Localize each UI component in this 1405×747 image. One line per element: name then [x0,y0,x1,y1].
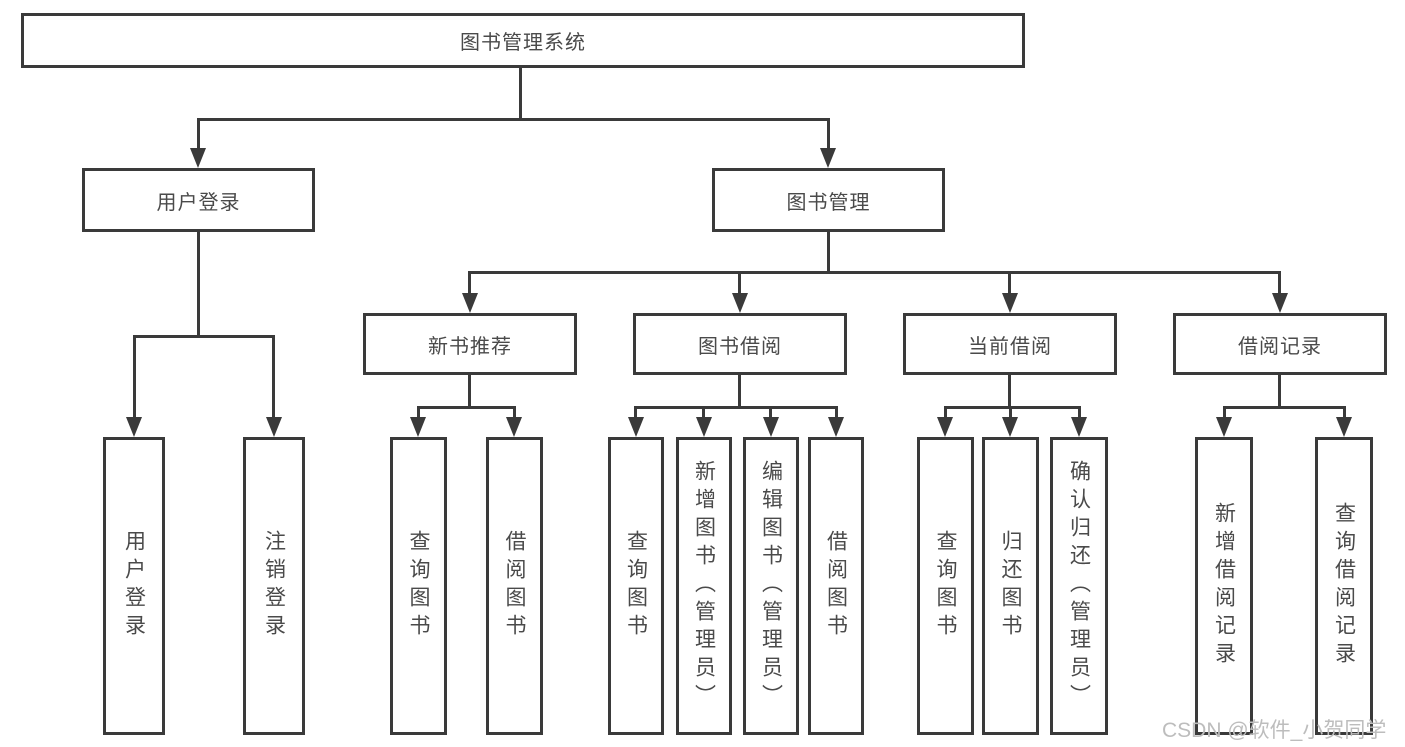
connector-line [468,271,471,296]
connector-line [197,118,830,121]
connector-line [1008,271,1011,296]
arrow-down-icon [828,417,844,437]
leaf-query-books-3: 查询图书 [917,437,974,735]
arrow-down-icon [1216,417,1232,437]
leaf-add-book-admin: 新增图书（管理员） [676,437,732,735]
connector-line [738,375,741,409]
arrow-down-icon [1002,417,1018,437]
leaf-logout: 注销登录 [243,437,305,735]
connector-line [1223,406,1226,421]
leaf-label: 新增借阅记录 [1212,502,1236,670]
leaf-query-borrow-record: 查询借阅记录 [1315,437,1373,735]
arrow-down-icon [820,148,836,168]
arrow-down-icon [732,293,748,313]
node-borrow-records: 借阅记录 [1173,313,1387,375]
connector-line [738,271,741,296]
node-user-login-label: 用户登录 [156,191,241,214]
arrow-down-icon [190,148,206,168]
connector-line [417,406,516,409]
leaf-label: 查询图书 [934,530,957,642]
connector-line [1009,406,1012,421]
node-book-borrow-label: 图书借阅 [698,335,782,358]
connector-line [634,406,838,409]
arrow-down-icon [1272,293,1288,313]
leaf-label: 借阅图书 [824,530,848,642]
connector-line [702,406,705,421]
leaf-label: 用户登录 [122,530,146,642]
arrow-down-icon [1071,417,1087,437]
connector-line [1343,406,1346,421]
leaf-label: 编辑图书（管理员） [759,460,783,712]
leaf-confirm-return-admin: 确认归还（管理员） [1050,437,1108,735]
node-user-login: 用户登录 [82,168,315,232]
connector-line [197,118,200,151]
leaf-borrow-books-2: 借阅图书 [808,437,864,735]
connector-line [417,406,420,421]
connector-line [513,406,516,421]
leaf-label: 注销登录 [262,530,286,642]
arrow-down-icon [266,417,282,437]
connector-line [519,66,522,120]
connector-line [468,271,1281,274]
connector-line [133,335,275,338]
node-book-management-label: 图书管理 [786,191,871,214]
arrow-down-icon [462,293,478,313]
connector-line [835,406,838,421]
node-current-borrow-label: 当前借阅 [968,335,1052,358]
node-book-borrow: 图书借阅 [633,313,847,375]
leaf-query-books-2: 查询图书 [608,437,664,735]
leaf-user-login: 用户登录 [103,437,165,735]
connector-line [944,406,1081,409]
leaf-label: 归还图书 [999,530,1022,642]
arrow-down-icon [937,417,953,437]
connector-line [468,375,471,409]
leaf-edit-book-admin: 编辑图书（管理员） [743,437,799,735]
leaf-return-book: 归还图书 [982,437,1039,735]
node-borrow-records-label: 借阅记录 [1238,335,1322,358]
arrow-down-icon [126,417,142,437]
leaf-label: 查询图书 [407,530,430,642]
connector-line [197,232,200,338]
arrow-down-icon [410,417,426,437]
arrow-down-icon [628,417,644,437]
csdn-watermark: CSDN @软件_小贺同学 [1162,719,1387,742]
arrow-down-icon [696,417,712,437]
node-current-borrow: 当前借阅 [903,313,1117,375]
arrow-down-icon [1336,417,1352,437]
leaf-borrow-books-1: 借阅图书 [486,437,543,735]
connector-line [827,118,830,151]
leaf-label: 新增图书（管理员） [692,460,716,712]
leaf-label: 确认归还（管理员） [1067,460,1091,712]
arrow-down-icon [1002,293,1018,313]
leaf-label: 查询借阅记录 [1332,502,1356,670]
node-new-book-recommend-label: 新书推荐 [428,335,512,358]
node-root-label: 图书管理系统 [460,32,586,54]
connector-line [944,406,947,421]
connector-line [133,335,136,421]
leaf-label: 查询图书 [624,530,648,642]
arrow-down-icon [763,417,779,437]
connector-line [1278,271,1281,296]
connector-line [272,335,275,421]
node-book-management: 图书管理 [712,168,945,232]
connector-line [827,232,830,274]
connector-line [1078,406,1081,421]
connector-line [1278,375,1281,409]
leaf-label: 借阅图书 [503,530,526,642]
node-root: 图书管理系统 [21,13,1025,68]
leaf-query-books-1: 查询图书 [390,437,447,735]
connector-line [634,406,637,421]
node-new-book-recommend: 新书推荐 [363,313,577,375]
connector-line [1223,406,1346,409]
leaf-add-borrow-record: 新增借阅记录 [1195,437,1253,735]
arrow-down-icon [506,417,522,437]
connector-line [1008,375,1011,409]
connector-line [769,406,772,421]
